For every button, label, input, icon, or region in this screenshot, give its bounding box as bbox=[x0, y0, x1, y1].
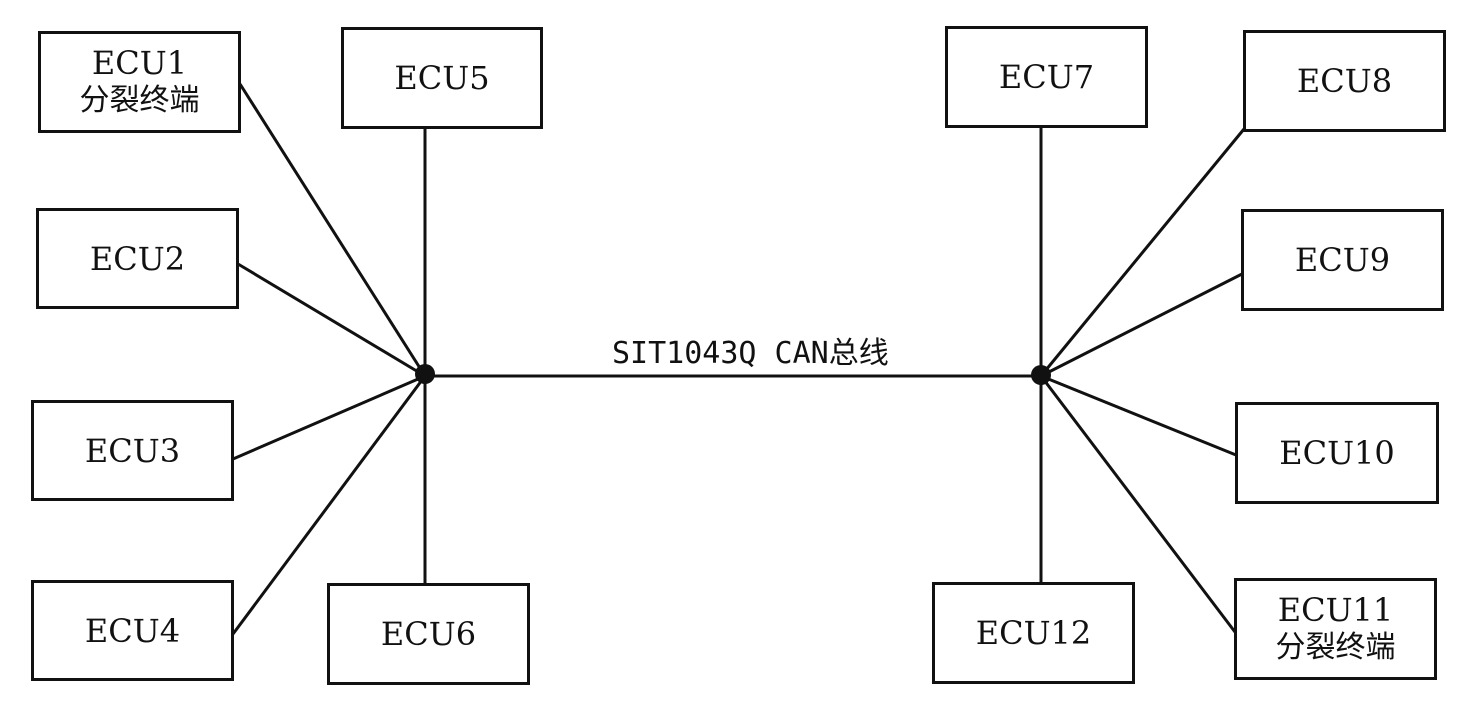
link-ecu9 bbox=[1040, 272, 1243, 378]
link-ecu2 bbox=[237, 262, 426, 378]
ecu5-label: ECU5 bbox=[394, 59, 490, 97]
link-ecu10 bbox=[1040, 374, 1237, 457]
ecu7-box: ECU7 bbox=[945, 26, 1148, 128]
ecu1-box: ECU1 分裂终端 bbox=[38, 31, 241, 133]
ecu11-sublabel: 分裂终端 bbox=[1275, 630, 1396, 665]
ecu7-label: ECU7 bbox=[998, 58, 1095, 96]
ecu8-box: ECU8 bbox=[1243, 30, 1446, 132]
ecu2-box: ECU2 bbox=[36, 208, 239, 309]
link-ecu4 bbox=[231, 375, 427, 635]
ecu10-box: ECU10 bbox=[1235, 402, 1439, 504]
ecu9-label: ECU9 bbox=[1294, 241, 1391, 279]
ecu3-label: ECU3 bbox=[84, 431, 181, 470]
link-ecu8 bbox=[1039, 128, 1246, 377]
ecu1-label: ECU1 bbox=[91, 44, 188, 82]
ecu5-box: ECU5 bbox=[341, 27, 543, 129]
link-ecu11 bbox=[1039, 375, 1237, 633]
ecu3-box: ECU3 bbox=[31, 400, 234, 501]
right-junction-node bbox=[1031, 365, 1051, 385]
ecu12-label: ECU12 bbox=[975, 614, 1092, 652]
ecu4-box: ECU4 bbox=[31, 580, 234, 681]
ecu6-label: ECU6 bbox=[380, 615, 477, 653]
ecu9-box: ECU9 bbox=[1241, 209, 1444, 311]
can-bus-label: SIT1043Q CAN总线 bbox=[612, 336, 889, 371]
ecu11-label: ECU11 bbox=[1277, 591, 1394, 629]
ecu8-label: ECU8 bbox=[1296, 62, 1393, 100]
link-ecu3 bbox=[232, 374, 426, 461]
ecu12-box: ECU12 bbox=[932, 582, 1135, 684]
ecu10-label: ECU10 bbox=[1279, 434, 1395, 472]
ecu11-box: ECU11 分裂终端 bbox=[1234, 578, 1437, 680]
ecu4-label: ECU4 bbox=[84, 611, 181, 650]
link-ecu1 bbox=[238, 83, 427, 377]
left-junction-node bbox=[415, 364, 435, 384]
ecu6-box: ECU6 bbox=[327, 583, 530, 685]
ecu1-sublabel: 分裂终端 bbox=[79, 83, 200, 118]
ecu2-label: ECU2 bbox=[89, 239, 186, 278]
